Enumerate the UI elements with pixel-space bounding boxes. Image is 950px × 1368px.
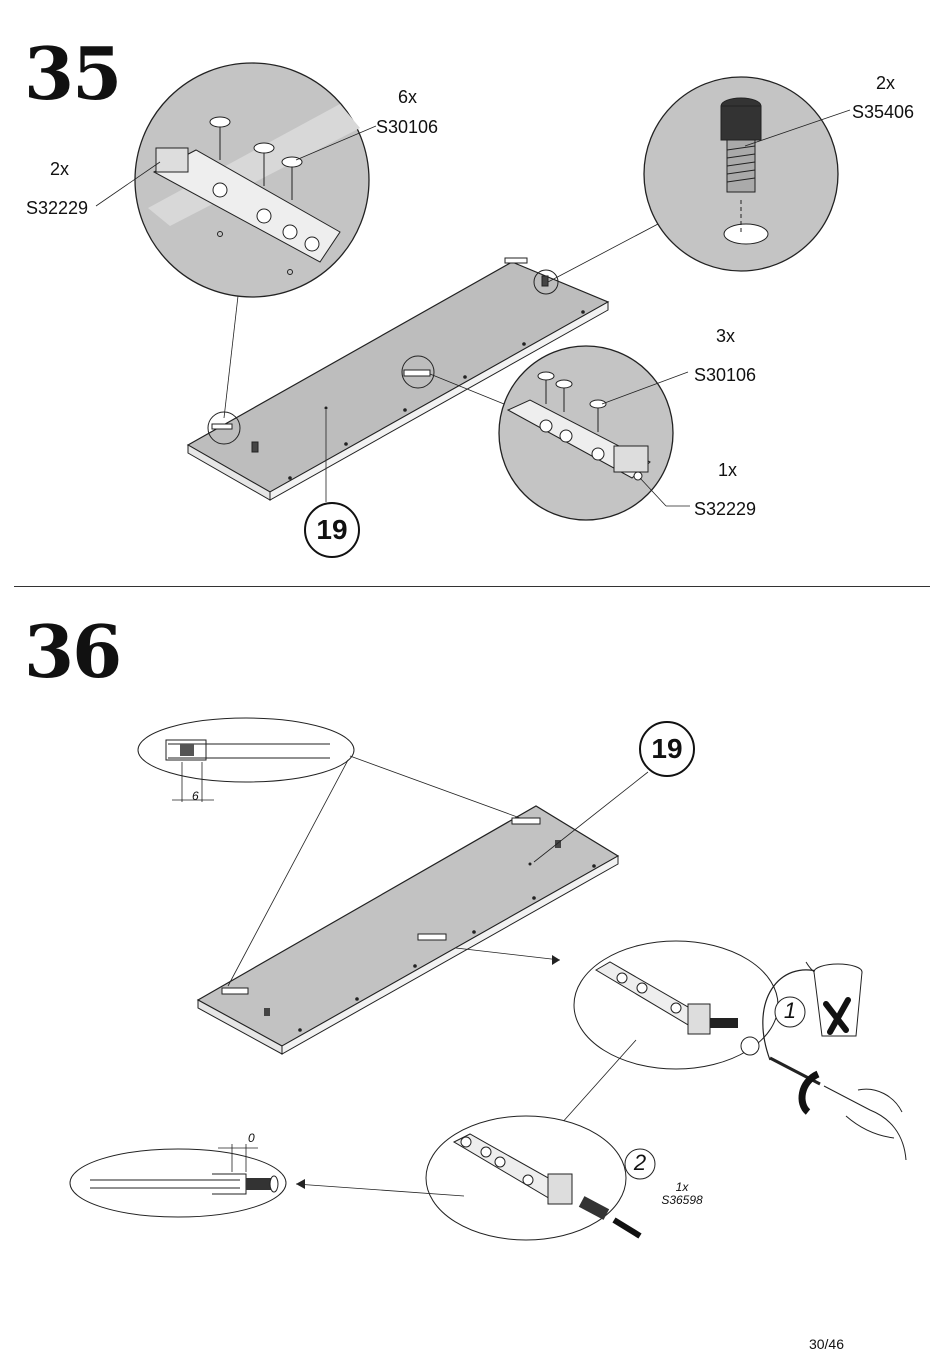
step-number-36: 36	[24, 609, 122, 694]
right-screws-qty: 3x	[716, 326, 736, 346]
step-35-illustration	[95, 62, 851, 558]
panel-19	[186, 257, 610, 501]
right-bracket-code: S32229	[694, 499, 757, 519]
detail-ellipse-gap-6	[137, 717, 355, 802]
page-number: 30/46	[808, 1336, 844, 1352]
part-label-35: 19	[316, 514, 348, 545]
right-screws-code: S30106	[694, 365, 757, 385]
foot-qty: 2x	[876, 73, 896, 93]
screw-code: S36598	[661, 1193, 703, 1207]
left-bracket-code: S32229	[26, 198, 89, 218]
dimension-6: 6	[192, 789, 199, 803]
step-divider	[14, 586, 930, 587]
substep-2-label: 2	[633, 1150, 647, 1175]
part-label-36: 19	[651, 733, 683, 764]
detail-circle-bracket-right	[498, 345, 674, 521]
detail-circle-bracket-left	[134, 62, 370, 298]
left-screws-code: S30106	[376, 117, 439, 137]
detail-ellipse-substep-1	[573, 940, 779, 1070]
screw-qty: 1x	[675, 1180, 689, 1194]
detail-ellipse-substep-2	[425, 1115, 656, 1241]
detail-ellipse-gap-0	[69, 1144, 287, 1218]
screwdriver-hand-icon	[769, 1056, 907, 1161]
step-number-35: 35	[24, 31, 122, 116]
right-bracket-qty: 1x	[718, 460, 738, 480]
substep-1-label: 1	[783, 998, 797, 1023]
discard-cup-icon	[813, 963, 863, 1037]
left-screws-qty: 6x	[398, 87, 418, 107]
panel-19-step36	[196, 805, 620, 1055]
left-bracket-qty: 2x	[50, 159, 70, 179]
dimension-0: 0	[248, 1131, 255, 1145]
foot-code: S35406	[852, 102, 915, 122]
detail-circle-foot	[643, 76, 839, 272]
part-label-circle-35	[304, 410, 360, 558]
